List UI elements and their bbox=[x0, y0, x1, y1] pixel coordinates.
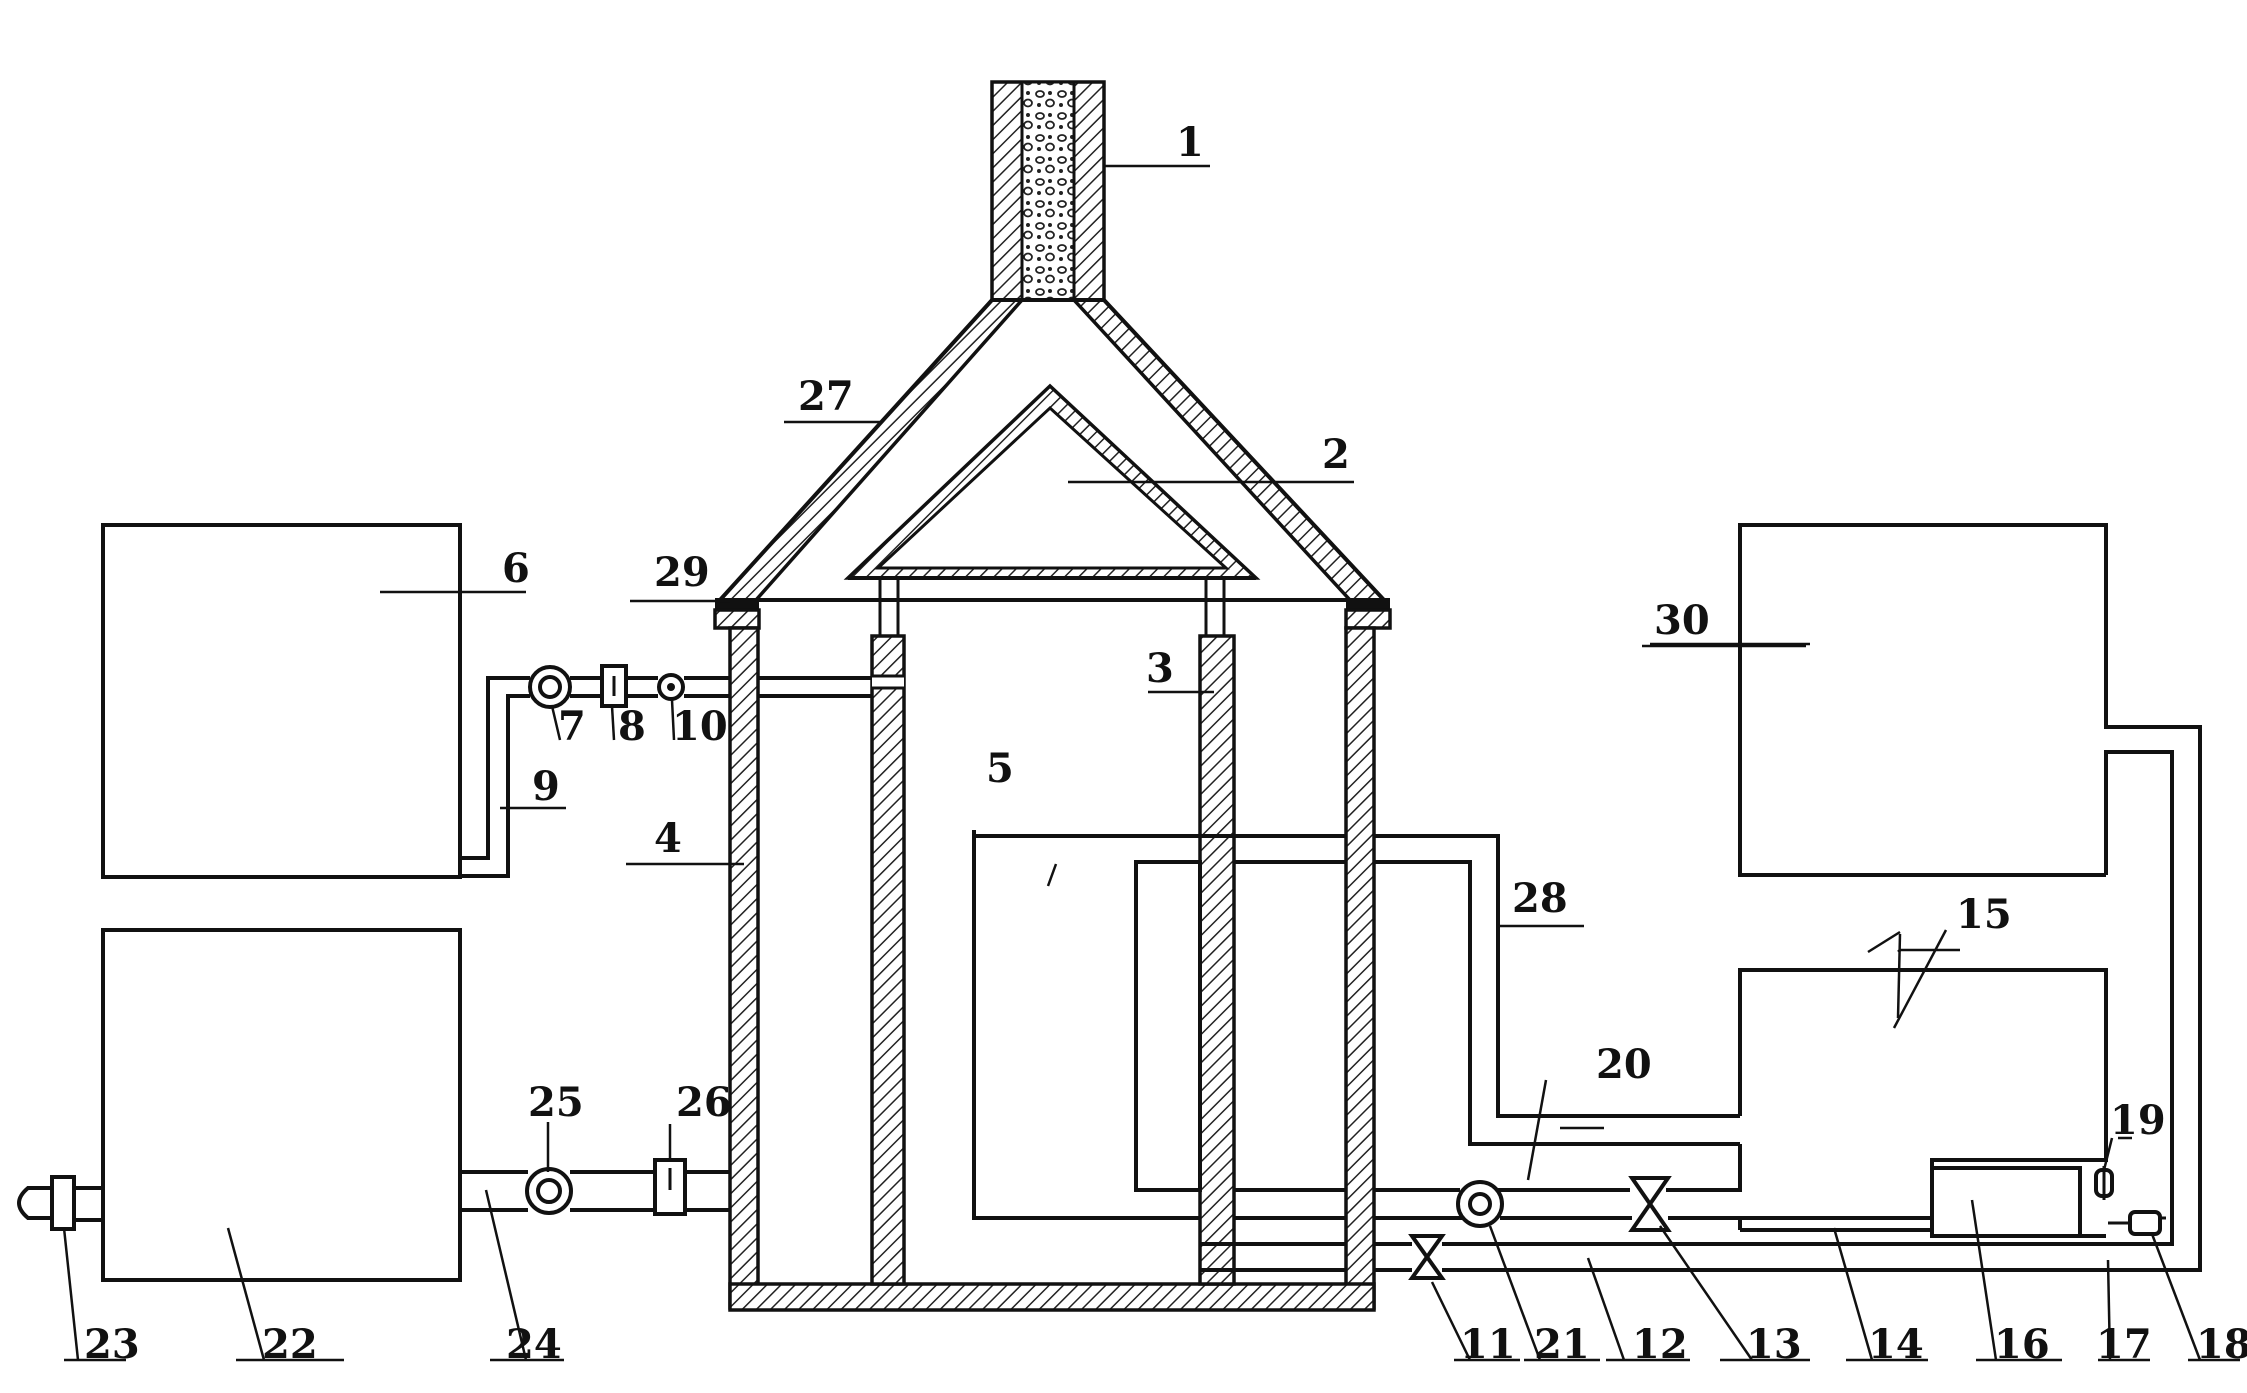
label-30: 30 bbox=[1654, 597, 1710, 644]
label-9: 9 bbox=[532, 763, 560, 810]
line-12 bbox=[1200, 1242, 2112, 1272]
label-3: 3 bbox=[1146, 645, 1174, 692]
line-14 bbox=[1740, 1216, 1932, 1232]
label-19: 19 bbox=[2110, 1097, 2166, 1144]
supply-pipe-9 bbox=[460, 676, 872, 878]
label-24: 24 bbox=[506, 1321, 562, 1368]
number-labels: 1 2 3 4 5 6 7 8 9 10 11 12 13 14 15 16 1… bbox=[84, 119, 2247, 1368]
label-18: 18 bbox=[2196, 1321, 2247, 1368]
tank-22 bbox=[101, 928, 462, 1282]
pump-25 bbox=[525, 1167, 573, 1215]
label-14: 14 bbox=[1868, 1321, 1924, 1368]
pipe-24 bbox=[460, 1170, 730, 1212]
outer-vessel bbox=[728, 626, 1376, 1312]
tank-16 bbox=[1930, 1160, 2106, 1238]
label-17: 17 bbox=[2096, 1321, 2152, 1368]
label-4: 4 bbox=[654, 815, 682, 862]
label-28: 28 bbox=[1512, 875, 1568, 922]
label-13: 13 bbox=[1746, 1321, 1802, 1368]
label-16: 16 bbox=[1994, 1321, 2050, 1368]
label-2: 2 bbox=[1322, 431, 1350, 478]
valve-10 bbox=[657, 673, 685, 701]
label-6: 6 bbox=[502, 545, 530, 592]
label-25: 25 bbox=[528, 1079, 584, 1126]
tank-6 bbox=[101, 523, 462, 879]
valve-13 bbox=[1628, 1176, 1672, 1232]
label-29: 29 bbox=[654, 549, 710, 596]
label-20: 20 bbox=[1596, 1041, 1652, 1088]
label-10: 10 bbox=[672, 703, 728, 750]
tank-30 bbox=[1738, 523, 2202, 1272]
label-21: 21 bbox=[1534, 1321, 1590, 1368]
label-8: 8 bbox=[618, 703, 646, 750]
exhaust-hood bbox=[715, 298, 1389, 602]
label-23: 23 bbox=[84, 1321, 140, 1368]
sensor-19 bbox=[2094, 1166, 2114, 1200]
inner-columns bbox=[870, 634, 1236, 1286]
pump-21 bbox=[1456, 1180, 1504, 1228]
flanges bbox=[713, 598, 1392, 630]
label-1: 1 bbox=[1176, 119, 1204, 166]
label-11: 11 bbox=[1460, 1321, 1516, 1368]
label-15: 15 bbox=[1956, 891, 2012, 938]
label-5: 5 bbox=[986, 745, 1014, 792]
sensor-18 bbox=[2108, 1210, 2166, 1236]
tank-15 bbox=[1738, 968, 2108, 1230]
flowmeter-26 bbox=[653, 1158, 687, 1216]
loop-28 bbox=[1234, 834, 1742, 1230]
label-26: 26 bbox=[676, 1079, 732, 1126]
pump-7 bbox=[528, 665, 572, 709]
valve-11 bbox=[1408, 1234, 1446, 1280]
outlet-23 bbox=[17, 1175, 103, 1231]
reactor-5 bbox=[972, 830, 1200, 1220]
label-12: 12 bbox=[1632, 1321, 1688, 1368]
label-22: 22 bbox=[262, 1321, 318, 1368]
chimney-filter bbox=[990, 80, 1106, 302]
leader-lines bbox=[62, 164, 2202, 1361]
roof-supports bbox=[878, 578, 1226, 640]
label-27: 27 bbox=[798, 373, 854, 420]
label-7: 7 bbox=[558, 703, 586, 750]
